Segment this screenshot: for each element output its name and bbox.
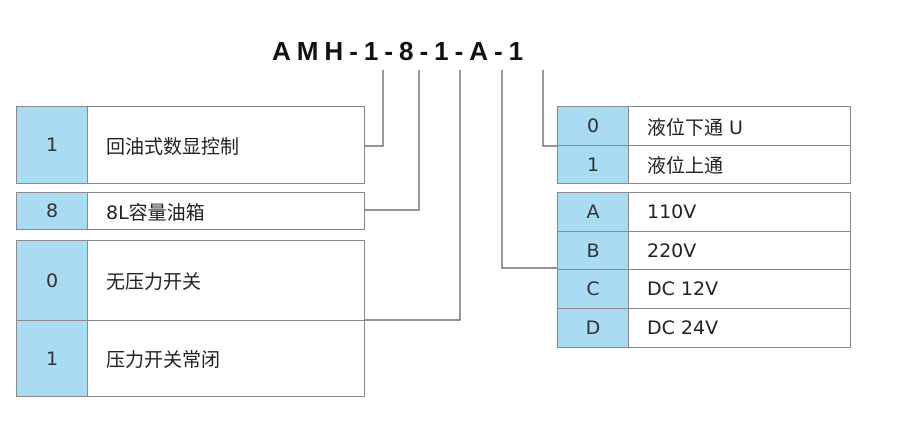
option-label: 110V	[647, 201, 697, 223]
option-label: 回油式数显控制	[106, 135, 240, 158]
option-control-1: 1 回油式数显控制	[16, 106, 365, 184]
option-pressure-1: 1 压力开关常闭	[16, 320, 365, 397]
option-code: 8	[17, 193, 88, 229]
option-code: 1	[558, 146, 629, 183]
option-voltage-c: C DC 12V	[557, 269, 851, 309]
option-code: 1	[17, 321, 88, 396]
option-level-0: 0 液位下通 U	[557, 106, 851, 146]
option-voltage-d: D DC 24V	[557, 308, 851, 348]
option-tank-8: 8 8L容量油箱	[16, 192, 365, 230]
connector-tank	[364, 70, 420, 211]
option-level-1: 1 液位上通	[557, 145, 851, 184]
option-code: 0	[558, 107, 629, 145]
option-label: 液位下通 U	[647, 116, 743, 139]
option-code: C	[558, 270, 629, 308]
option-label: DC 24V	[647, 317, 719, 339]
option-code: D	[558, 309, 629, 347]
option-code: 1	[17, 107, 88, 183]
connector-level	[542, 70, 557, 147]
connector-voltage	[501, 70, 557, 269]
option-label: 8L容量油箱	[106, 201, 205, 224]
option-label: 液位上通	[647, 155, 724, 177]
option-voltage-a: A 110V	[557, 192, 851, 232]
option-voltage-b: B 220V	[557, 231, 851, 270]
option-pressure-0: 0 无压力开关	[16, 240, 365, 321]
option-label: 压力开关常闭	[106, 349, 221, 371]
option-label: 220V	[647, 239, 697, 262]
option-label: DC 12V	[647, 278, 719, 300]
option-code: A	[558, 193, 629, 231]
connector-control	[364, 70, 384, 147]
option-code: 0	[17, 241, 88, 320]
option-code: B	[558, 232, 629, 269]
connector-pressure	[364, 70, 461, 321]
model-code: AMH-1-8-1-A-1	[272, 36, 530, 66]
option-label: 无压力开关	[106, 271, 202, 293]
